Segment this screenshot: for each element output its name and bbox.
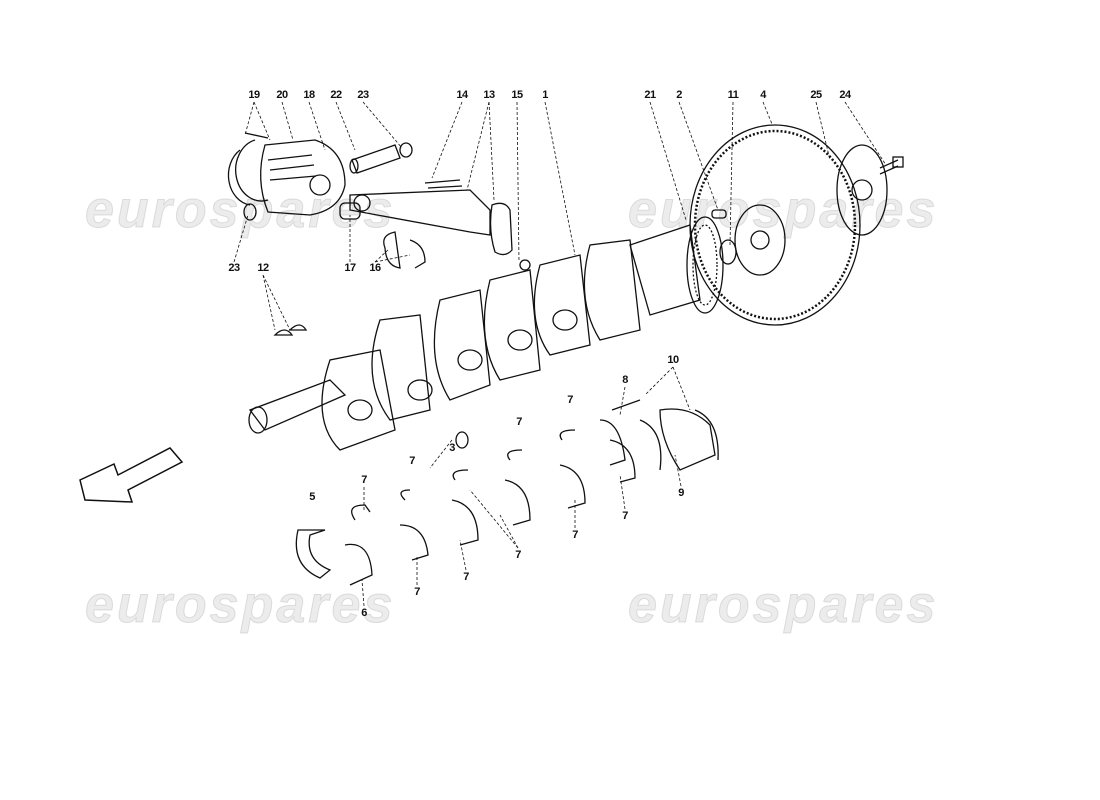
callout-label: 17 bbox=[344, 262, 356, 274]
callout-label: 7 bbox=[572, 529, 578, 541]
bolt bbox=[879, 156, 904, 175]
callout-label: 7 bbox=[567, 394, 573, 406]
crankshaft bbox=[248, 224, 701, 451]
callout-label: 25 bbox=[810, 89, 822, 101]
callout-label: 6 bbox=[361, 607, 367, 619]
callout-label: 19 bbox=[248, 89, 260, 101]
callout-label: 7 bbox=[516, 416, 522, 428]
flywheel bbox=[689, 124, 861, 326]
callout-label: 9 bbox=[678, 487, 684, 499]
rod-cap bbox=[489, 202, 531, 271]
callout-label: 3 bbox=[449, 442, 455, 454]
piston-pin bbox=[349, 142, 413, 174]
flywheel-plate bbox=[836, 144, 888, 236]
callout-label: 22 bbox=[330, 89, 342, 101]
callout-label: 16 bbox=[369, 262, 381, 274]
callout-label: 11 bbox=[727, 89, 739, 101]
callout-label: 15 bbox=[511, 89, 523, 101]
dowel bbox=[711, 209, 727, 219]
callout-label: 7 bbox=[622, 510, 628, 522]
callout-label: 4 bbox=[760, 89, 766, 101]
main-bearings bbox=[295, 399, 719, 586]
connecting-rod bbox=[349, 179, 491, 236]
callout-label: 7 bbox=[515, 549, 521, 561]
callout-label: 23 bbox=[357, 89, 369, 101]
callout-label: 21 bbox=[644, 89, 656, 101]
callout-label: 13 bbox=[483, 89, 495, 101]
watermark: eurospares bbox=[84, 576, 396, 635]
callout-label: 7 bbox=[463, 571, 469, 583]
callout-label: 20 bbox=[276, 89, 288, 101]
callout-label: 2 bbox=[676, 89, 682, 101]
callout-label: 10 bbox=[667, 354, 679, 366]
callout-label: 23 bbox=[228, 262, 240, 274]
callout-label: 8 bbox=[622, 374, 628, 386]
callout-label: 1 bbox=[542, 89, 548, 101]
callout-label: 7 bbox=[414, 586, 420, 598]
callout-label: 7 bbox=[361, 474, 367, 486]
callout-label: 24 bbox=[839, 89, 851, 101]
callout-label: 5 bbox=[309, 491, 315, 503]
rod-bearings bbox=[383, 231, 426, 269]
watermark: eurospares bbox=[627, 576, 939, 635]
callout-label: 7 bbox=[409, 455, 415, 467]
callout-label: 14 bbox=[456, 89, 468, 101]
timing-gear bbox=[686, 216, 724, 314]
callout-label: 12 bbox=[257, 262, 269, 274]
piston bbox=[260, 139, 346, 216]
watermark: eurospares bbox=[84, 181, 396, 240]
piston-rings bbox=[227, 132, 269, 221]
leader-lines bbox=[233, 101, 887, 607]
callout-label: 18 bbox=[303, 89, 315, 101]
keys bbox=[273, 324, 308, 336]
arrow-down-left-icon bbox=[79, 447, 184, 503]
